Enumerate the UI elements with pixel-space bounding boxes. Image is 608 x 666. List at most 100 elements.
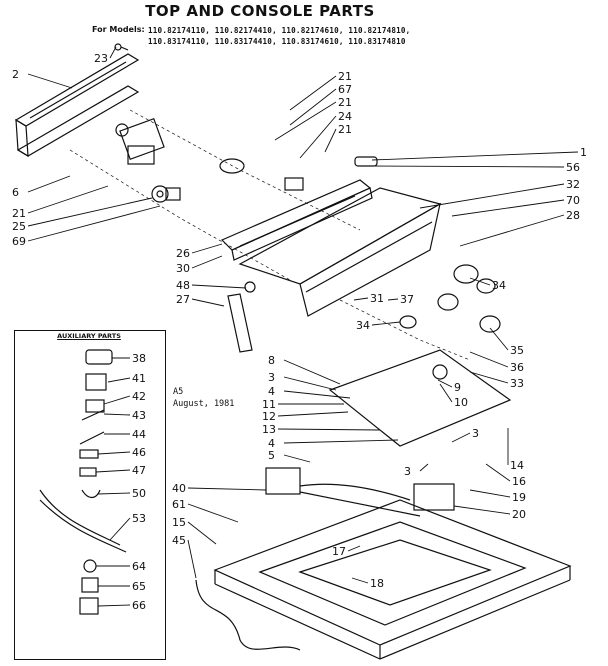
callout-leader xyxy=(27,175,71,193)
callout-label: 26 xyxy=(176,247,190,260)
callout-label: 13 xyxy=(262,423,276,436)
callout-label: 43 xyxy=(132,409,146,422)
callout-label: 27 xyxy=(176,293,190,306)
revision-date: August, 1981 xyxy=(173,399,235,409)
callout-leader xyxy=(371,151,579,161)
callout-leader xyxy=(299,115,337,159)
callout-leader xyxy=(489,327,509,351)
callout-label: 2 xyxy=(12,68,19,81)
callout-leader xyxy=(371,165,565,168)
callout-leader xyxy=(459,214,565,247)
callout-label: 3 xyxy=(268,371,275,384)
callout-leader xyxy=(419,463,429,472)
callout-label: 4 xyxy=(268,385,275,398)
callout-label: 15 xyxy=(172,516,186,529)
back-panel xyxy=(14,53,140,158)
callout-label: 44 xyxy=(132,428,146,441)
callout-leader xyxy=(191,243,223,254)
switch-25 xyxy=(151,185,181,203)
callout-label: 33 xyxy=(510,377,524,390)
models-line-1: 110.82174110, 110.82174410, 110.82174610… xyxy=(148,26,411,35)
callout-leader xyxy=(187,503,239,523)
callout-label: 32 xyxy=(566,178,580,191)
grommet-48 xyxy=(244,281,256,293)
callout-label: 67 xyxy=(338,83,352,96)
part-20 xyxy=(413,483,455,511)
callout-leader xyxy=(469,371,509,384)
callout-leader xyxy=(191,255,223,269)
callout-label: 45 xyxy=(172,534,186,547)
callout-leader xyxy=(27,73,73,89)
models-line-2: 110.83174110, 110.83174410, 110.83174610… xyxy=(148,37,406,46)
callout-label: 50 xyxy=(132,487,146,500)
callout-leader xyxy=(277,411,349,417)
callout-label: 3 xyxy=(472,427,479,440)
callout-leader xyxy=(469,489,511,498)
callout-leader xyxy=(437,379,453,388)
callout-leader xyxy=(109,517,131,541)
callout-label: 40 xyxy=(172,482,186,495)
callout-leader xyxy=(187,539,197,579)
callout-leader xyxy=(283,439,399,444)
callout-label: 8 xyxy=(268,354,275,367)
part-24 xyxy=(284,177,304,191)
callout-leader xyxy=(324,128,337,153)
callout-leader xyxy=(283,376,337,391)
callout-label: 1 xyxy=(580,146,587,159)
callout-label: 64 xyxy=(132,560,146,573)
callout-leader xyxy=(283,454,311,463)
callout-label: 20 xyxy=(512,508,526,521)
callout-label: 66 xyxy=(132,599,146,612)
bracket-27 xyxy=(227,293,253,353)
callout-label: 35 xyxy=(510,344,524,357)
callout-label: 9 xyxy=(454,381,461,394)
auxiliary-parts-box xyxy=(14,330,166,660)
callout-leader xyxy=(289,75,337,111)
callout-label: 47 xyxy=(132,464,146,477)
callout-leader xyxy=(187,487,267,491)
callout-leader xyxy=(97,492,131,495)
callout-label: 18 xyxy=(370,577,384,590)
callout-leader xyxy=(274,101,337,141)
callout-label: 21 xyxy=(338,96,352,109)
callout-label: 6 xyxy=(12,186,19,199)
callout-label: 21 xyxy=(338,123,352,136)
callout-label: 5 xyxy=(268,449,275,462)
callout-leader xyxy=(485,463,511,482)
callout-leader xyxy=(283,390,351,399)
callout-leader xyxy=(439,383,453,403)
callout-leader xyxy=(103,413,131,416)
callout-label: 34 xyxy=(492,279,506,292)
callout-leader xyxy=(451,199,565,217)
wire-harness-40 xyxy=(265,467,421,517)
callout-label: 25 xyxy=(12,220,26,233)
callout-label: 17 xyxy=(332,545,346,558)
callout-label: 56 xyxy=(566,161,580,174)
callout-label: 14 xyxy=(510,459,524,472)
callout-leader xyxy=(353,297,369,301)
callout-label: 36 xyxy=(510,361,524,374)
wire-harness-45 xyxy=(195,579,301,651)
callout-leader xyxy=(27,205,161,242)
callout-leader xyxy=(95,469,131,473)
top-cover-plate xyxy=(328,349,512,447)
callout-label: 12 xyxy=(262,410,276,423)
callout-leader xyxy=(97,451,131,455)
callout-label: 23 xyxy=(94,52,108,65)
control-knobs xyxy=(399,264,501,333)
screw-23 xyxy=(114,43,129,51)
part-1 xyxy=(354,156,378,167)
callout-label: 21 xyxy=(12,207,26,220)
revision-code: A5 xyxy=(173,387,184,397)
callout-label: 41 xyxy=(132,372,146,385)
callout-label: 69 xyxy=(12,235,26,248)
callout-leader xyxy=(469,277,491,286)
callout-leader xyxy=(387,298,399,301)
callout-label: 11 xyxy=(262,398,276,411)
models-label: For Models: xyxy=(92,25,145,34)
callout-leader xyxy=(187,521,217,545)
callout-leader xyxy=(27,197,153,227)
timer-assembly xyxy=(115,117,165,165)
callout-leader xyxy=(351,577,369,584)
